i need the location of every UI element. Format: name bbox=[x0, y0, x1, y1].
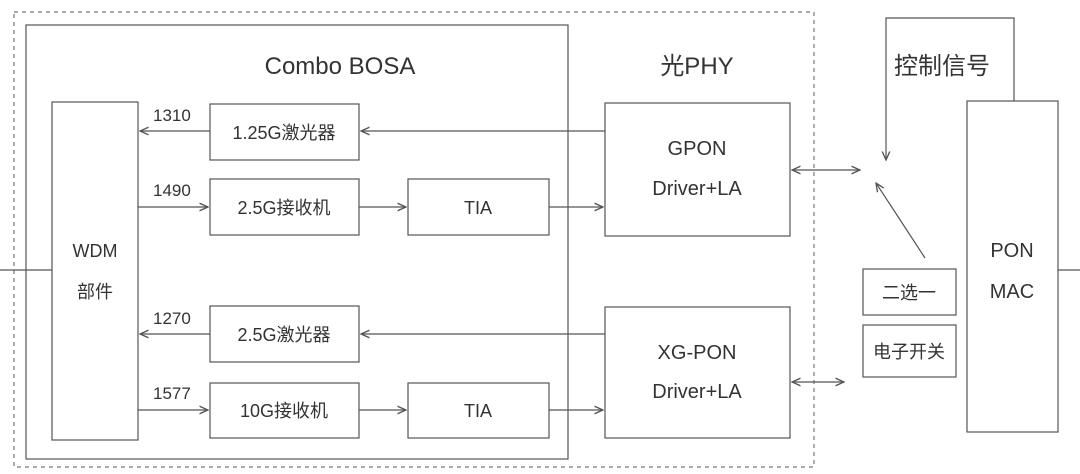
receiver-10g-block bbox=[209, 382, 360, 439]
wavelength-1270: 1270 bbox=[153, 309, 191, 328]
laser-2.5g-label: 2.5G激光器 bbox=[237, 325, 330, 345]
mac-label-line2: MAC bbox=[990, 281, 1034, 303]
xgpon-label-line2: Driver+LA bbox=[652, 381, 742, 403]
pon-mac-block bbox=[966, 100, 1059, 433]
xgpon-label-line1: XG-PON bbox=[658, 342, 737, 364]
wavelength-1577: 1577 bbox=[153, 384, 191, 403]
control-signal-title: 控制信号 bbox=[894, 53, 990, 80]
wavelength-1490: 1490 bbox=[153, 181, 191, 200]
switch-electronic-block bbox=[862, 324, 957, 378]
tia-top-label: TIA bbox=[464, 198, 492, 218]
mac-label-line1: PON bbox=[990, 240, 1033, 262]
tia-bottom-label: TIA bbox=[464, 401, 492, 421]
laser-1.25g-block bbox=[209, 103, 360, 161]
switch-electronic-label: 电子开关 bbox=[873, 342, 945, 362]
xgpon-driver-block bbox=[604, 306, 791, 439]
gpon-driver-block bbox=[604, 102, 791, 237]
receiver-2.5g-block bbox=[209, 178, 360, 236]
phy-region-dashed bbox=[13, 11, 815, 468]
receiver-2.5g-label: 2.5G接收机 bbox=[237, 198, 330, 218]
gpon-label-line1: GPON bbox=[668, 138, 727, 160]
wdm-label-line2: 部件 bbox=[77, 282, 113, 302]
control-signal-bracket bbox=[886, 17, 1015, 160]
wavelength-1310: 1310 bbox=[153, 106, 191, 125]
bosa-title: Combo BOSA bbox=[265, 53, 416, 80]
receiver-10g-label: 10G接收机 bbox=[240, 401, 328, 421]
laser-2.5g-block bbox=[209, 305, 360, 363]
wdm-label-line1: WDM bbox=[73, 241, 118, 261]
wdm-block bbox=[51, 101, 139, 441]
phy-title: 光PHY bbox=[660, 53, 733, 80]
switch-select-label: 二选一 bbox=[882, 283, 936, 303]
bosa-region bbox=[25, 24, 569, 460]
switch-select-block bbox=[862, 268, 957, 316]
switch-lever-arrow bbox=[876, 183, 926, 259]
gpon-label-line2: Driver+LA bbox=[652, 178, 742, 200]
laser-1.25g-label: 1.25G激光器 bbox=[232, 123, 335, 143]
